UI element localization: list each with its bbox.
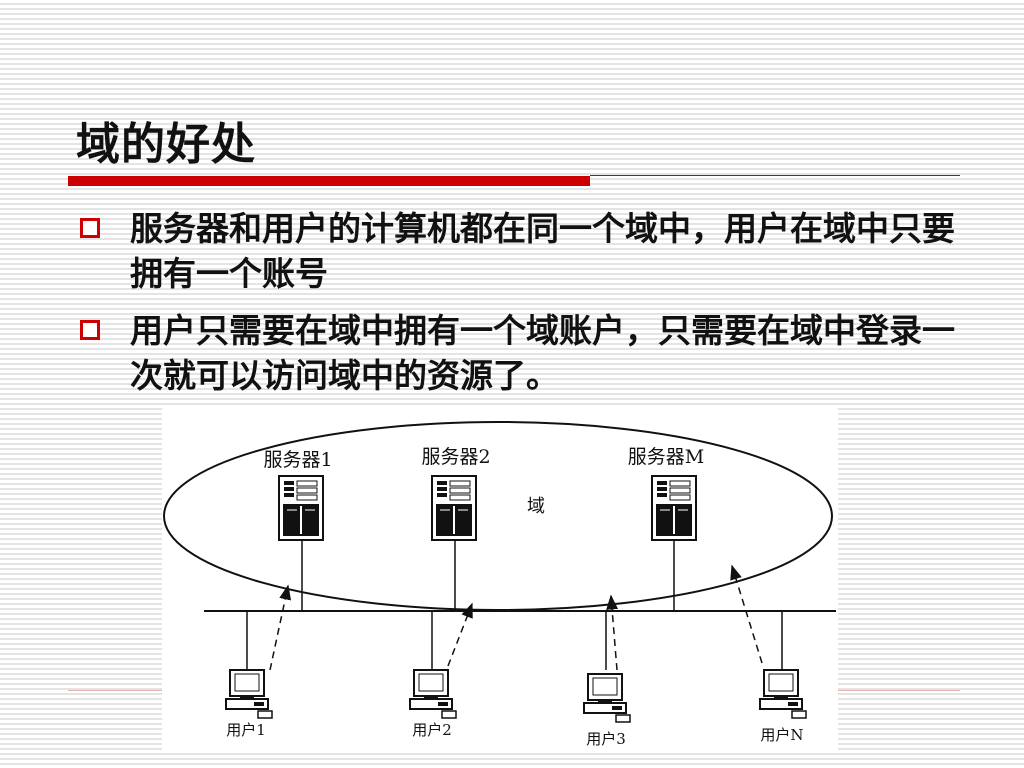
title-underline-bar [68, 176, 590, 186]
computer-icon [409, 669, 457, 719]
user-label: 用户3 [586, 730, 626, 748]
login-arrow [606, 594, 619, 671]
bullet-text: 用户只需要在域中拥有一个域账户，只需要在域中登录一次就可以访问域中的资源了。 [130, 311, 955, 395]
computer-icon [583, 673, 631, 723]
login-arrow [447, 602, 473, 667]
domain-label: 域 [527, 496, 545, 517]
computer-icon [225, 669, 273, 719]
slide-title: 域的好处 [76, 119, 256, 170]
user-label: 用户1 [226, 721, 266, 739]
server-icon [278, 475, 324, 541]
server-label: 服务器2 [421, 446, 490, 468]
login-arrow [269, 584, 292, 671]
server-icon [651, 475, 697, 541]
bullet-item: 服务器和用户的计算机都在同一个域中，用户在域中只要拥有一个账号 [76, 206, 956, 296]
server-label: 服务器M [628, 446, 704, 468]
domain-diagram: 域 服务器1 服务器2 服务器M 用户1 用户2 用户3 用户N [162, 408, 838, 752]
domain-diagram-svg: 域 服务器1 服务器2 服务器M 用户1 用户2 用户3 用户N [163, 421, 836, 748]
bullet-item: 用户只需要在域中拥有一个域账户，只需要在域中登录一次就可以访问域中的资源了。 [76, 308, 956, 398]
square-bullet-icon [80, 320, 100, 340]
bullet-text: 服务器和用户的计算机都在同一个域中，用户在域中只要拥有一个账号 [130, 209, 955, 293]
user-label: 用户N [760, 726, 803, 744]
server-icon [431, 475, 477, 541]
title-underline-rule [590, 175, 960, 176]
user-label: 用户2 [412, 721, 452, 739]
computer-icon [759, 669, 807, 719]
server-label: 服务器1 [263, 449, 332, 471]
login-arrow [730, 564, 763, 664]
square-bullet-icon [80, 218, 100, 238]
bullet-list: 服务器和用户的计算机都在同一个域中，用户在域中只要拥有一个账号 用户只需要在域中… [76, 206, 956, 410]
